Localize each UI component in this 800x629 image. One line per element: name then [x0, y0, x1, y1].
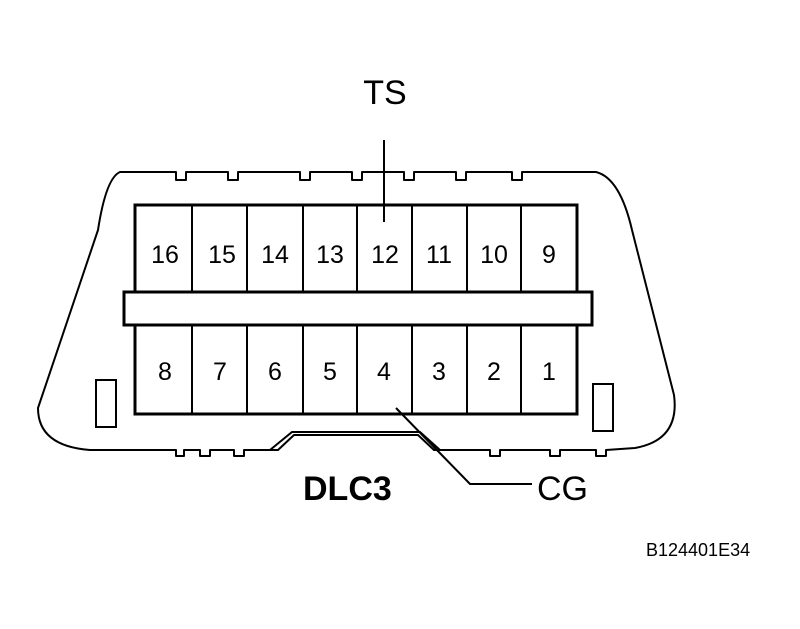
- pin-12-label: 12: [371, 241, 399, 269]
- figure-id: B124401E34: [646, 540, 750, 560]
- ts-callout-label: TS: [363, 74, 406, 112]
- pin-5-label: 5: [323, 358, 337, 386]
- pin-14-label: 14: [261, 241, 289, 269]
- connector-name-label: DLC3: [303, 470, 392, 508]
- right-latch-window: [592, 383, 614, 432]
- pin-10-label: 10: [480, 241, 508, 269]
- pin-16-label: 16: [151, 241, 179, 269]
- pin-3-label: 3: [432, 358, 446, 386]
- pin-8-label: 8: [158, 358, 172, 386]
- cg-callout-label: CG: [537, 470, 588, 508]
- pin-6-label: 6: [268, 358, 282, 386]
- pin-13-label: 13: [316, 241, 344, 269]
- connector-housing: [37, 171, 676, 457]
- pin-15-label: 15: [208, 241, 236, 269]
- center-divider-bar: [122, 290, 594, 327]
- top-row-dividers: [191, 205, 522, 292]
- bottom-row-dividers: [191, 325, 522, 414]
- pin-9-label: 9: [542, 241, 556, 269]
- pin-11-label: 11: [426, 241, 452, 269]
- key-slot: [269, 431, 441, 451]
- pin-2-label: 2: [487, 358, 501, 386]
- top-row-pin-labels: 16 15 14 13 12 11 10 9: [151, 241, 556, 269]
- left-latch-window: [95, 379, 117, 428]
- bottom-row-pin-labels: 8 7 6 5 4 3 2 1: [158, 358, 556, 386]
- pin-4-label: 4: [377, 358, 391, 386]
- pin-1-label: 1: [542, 358, 556, 386]
- cg-leader-line: [395, 407, 532, 485]
- pin-7-label: 7: [213, 358, 227, 386]
